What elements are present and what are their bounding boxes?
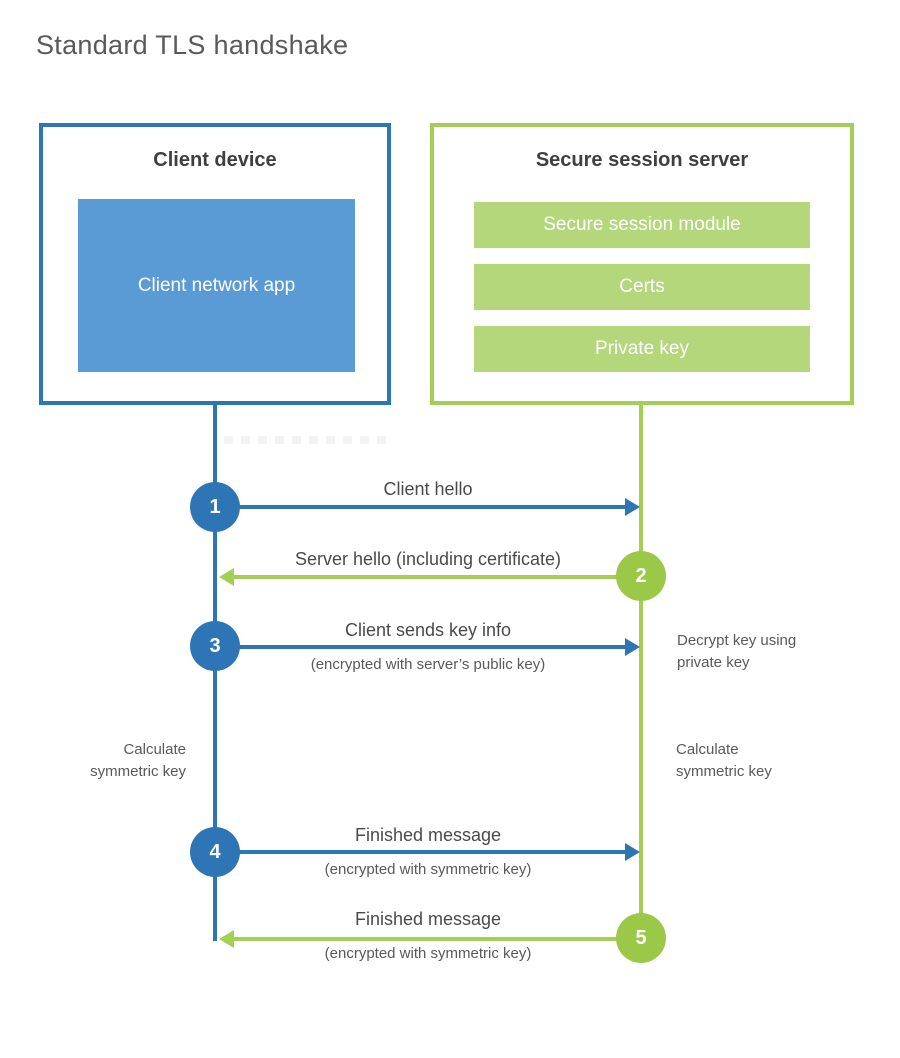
- msg1-arrow-line: [215, 505, 627, 509]
- msg2-arrowhead-left-icon: [219, 568, 234, 586]
- client-network-app-label: Client network app: [137, 274, 296, 296]
- msg4-sublabel: (encrypted with symmetric key): [324, 861, 532, 878]
- server-module-label: Certs: [619, 276, 665, 297]
- faint-dashed-artifact: [224, 436, 386, 444]
- msg1-label: Client hello: [383, 479, 473, 499]
- step-circle-4: 4: [190, 827, 240, 877]
- note-decrypt-key: Decrypt key using private key: [677, 632, 797, 671]
- client-network-app-box: Client network app: [78, 199, 355, 372]
- server-module-label: Private key: [595, 338, 689, 359]
- page-title: Standard TLS handshake: [36, 30, 349, 60]
- msg5-arrowhead-left-icon: [219, 930, 234, 948]
- msg2-label: Server hello (including certificate): [294, 549, 562, 569]
- msg2-arrow-line: [233, 575, 641, 579]
- server-module-private-key: Private key: [474, 326, 810, 372]
- msg5-label: Finished message: [354, 909, 502, 929]
- msg5-arrow-line: [233, 937, 641, 941]
- note-calc-symmetric-left: Calculate symmetric key: [90, 741, 186, 780]
- secure-session-server-title: Secure session server: [535, 149, 749, 171]
- step-circle-5: 5: [616, 913, 666, 963]
- msg4-arrowhead-right-icon: [625, 843, 640, 861]
- msg3-sublabel: (encrypted with server’s public key): [310, 656, 546, 673]
- msg3-arrowhead-right-icon: [625, 638, 640, 656]
- msg3-arrow-line: [215, 645, 627, 649]
- step-circle-1: 1: [190, 482, 240, 532]
- msg4-label: Finished message: [354, 825, 502, 845]
- client-device-title: Client device: [153, 149, 277, 171]
- note-calc-symmetric-right: Calculate symmetric key: [676, 741, 772, 780]
- msg5-sublabel: (encrypted with symmetric key): [324, 945, 532, 962]
- msg1-arrowhead-right-icon: [625, 498, 640, 516]
- client-lifeline: [213, 403, 217, 941]
- msg3-label: Client sends key info: [344, 620, 512, 640]
- server-lifeline: [639, 403, 643, 938]
- server-module-secure-session: Secure session module: [474, 202, 810, 248]
- msg4-arrow-line: [215, 850, 627, 854]
- server-module-certs: Certs: [474, 264, 810, 310]
- step-circle-3: 3: [190, 621, 240, 671]
- server-module-label: Secure session module: [543, 214, 741, 235]
- step-circle-2: 2: [616, 551, 666, 601]
